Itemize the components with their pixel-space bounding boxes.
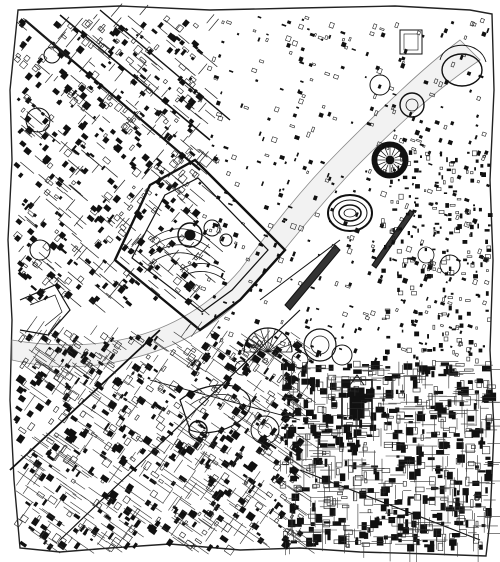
north-west-quarter [13, 15, 205, 307]
south-west-quarter [13, 329, 305, 556]
river-band [11, 39, 481, 368]
map-outer-boundary [7, 5, 495, 557]
south-west-linework [15, 315, 319, 555]
north-west-linework [17, 3, 224, 316]
circus-track [179, 384, 251, 434]
south-east-linework [280, 360, 500, 562]
west-bastion [19, 284, 71, 336]
north-east-plaza [369, 29, 487, 118]
amphitheatre [327, 194, 373, 232]
fan-theatre [243, 327, 293, 353]
round-temple [371, 141, 409, 179]
scattered-buildings [198, 15, 493, 364]
